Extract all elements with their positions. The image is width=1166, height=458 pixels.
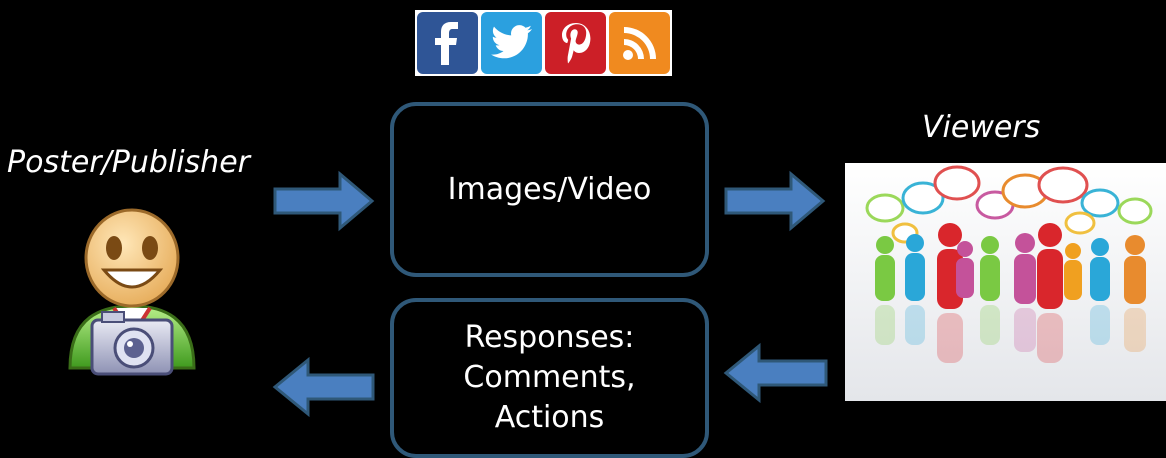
crowd-with-speech-bubbles-image (845, 163, 1166, 401)
rss-icon[interactable] (609, 12, 670, 74)
social-share-bar (415, 10, 672, 76)
photographer-avatar-icon (68, 208, 196, 376)
twitter-icon[interactable] (481, 12, 542, 74)
actions-line: Actions (494, 400, 605, 435)
facebook-icon[interactable] (417, 12, 478, 74)
arrow-left-responses-to-poster (272, 356, 375, 418)
comments-line: Comments, (463, 360, 636, 395)
arrow-right-poster-to-content (273, 170, 375, 232)
arrow-left-viewers-to-responses (723, 342, 828, 404)
images-video-box: Images/Video (390, 102, 709, 277)
responses-box: Responses: Comments, Actions (390, 298, 709, 458)
pinterest-icon[interactable] (545, 12, 606, 74)
poster-label: Poster/Publisher (7, 145, 250, 180)
images-video-text: Images/Video (447, 171, 652, 207)
viewers-label: Viewers (922, 110, 1041, 145)
arrow-right-content-to-viewers (724, 170, 826, 232)
responses-line: Responses: (464, 320, 635, 355)
